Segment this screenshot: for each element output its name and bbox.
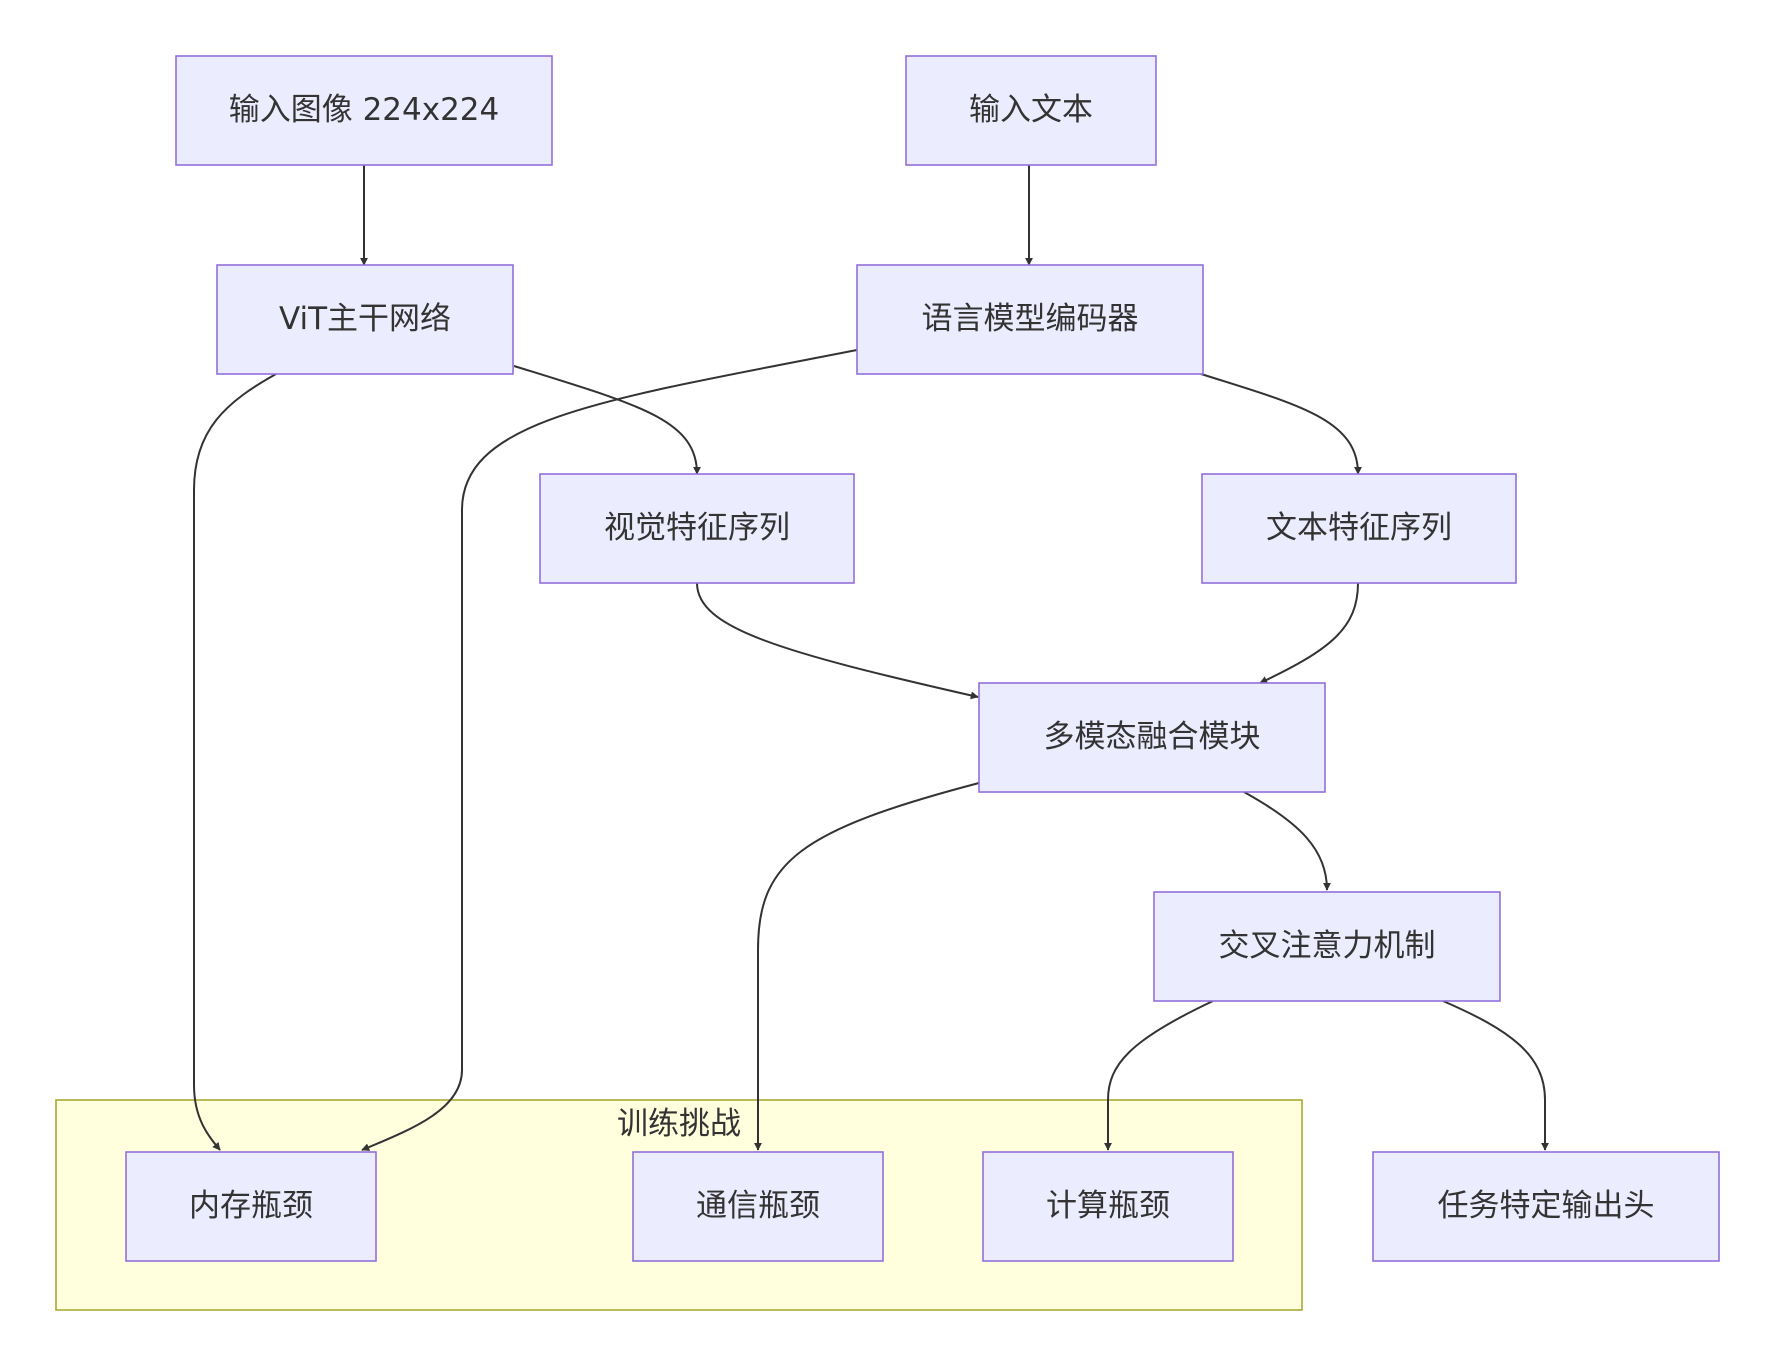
edge-fusion-to-comm-bottleneck [754,782,980,1151]
node-text-seq-label: 文本特征序列 [1266,510,1452,546]
edge-vit-to-memory-bottleneck [193,373,277,1151]
node-visual-seq: 视觉特征序列 [539,473,855,584]
edge-cross-attn-to-task-head [1442,1000,1549,1151]
edge-lm-encoder-to-text-seq [1200,373,1362,475]
node-memory-bottleneck: 内存瓶颈 [125,1151,377,1262]
node-cross-attn-label: 交叉注意力机制 [1219,928,1436,964]
node-fusion: 多模态融合模块 [978,682,1326,793]
node-vit-backbone-label: ViT主干网络 [279,301,451,337]
node-comm-bottleneck-label: 通信瓶颈 [696,1188,820,1224]
node-text-seq: 文本特征序列 [1201,473,1517,584]
node-task-head-label: 任务特定输出头 [1438,1188,1655,1224]
node-lm-encoder-label: 语言模型编码器 [922,301,1139,337]
node-compute-bottleneck-label: 计算瓶颈 [1046,1188,1170,1224]
node-input-text: 输入文本 [905,55,1157,166]
node-task-head: 任务特定输出头 [1372,1151,1720,1262]
edge-cross-attn-to-compute-bottleneck [1104,1000,1214,1151]
edge-vit-to-visual-seq [513,365,701,475]
node-visual-seq-label: 视觉特征序列 [604,510,790,546]
node-memory-bottleneck-label: 内存瓶颈 [189,1188,313,1224]
cluster-title: 训练挑战 [617,1106,741,1142]
node-compute-bottleneck: 计算瓶颈 [982,1151,1234,1262]
edge-lm-encoder-to-memory-bottleneck [361,349,858,1151]
node-lm-encoder: 语言模型编码器 [856,264,1204,375]
node-input-image-label: 输入图像 224x224 [229,92,500,128]
node-input-image: 输入图像 224x224 [175,55,553,166]
node-fusion-label: 多模态融合模块 [1044,719,1261,755]
node-input-text-label: 输入文本 [969,92,1093,128]
node-comm-bottleneck: 通信瓶颈 [632,1151,884,1262]
edge-visual-seq-to-fusion [696,582,979,700]
node-vit-backbone: ViT主干网络 [216,264,514,375]
node-cross-attn: 交叉注意力机制 [1153,891,1501,1002]
edge-text-seq-to-fusion [1259,582,1359,684]
edge-fusion-to-cross-attn [1243,791,1331,891]
